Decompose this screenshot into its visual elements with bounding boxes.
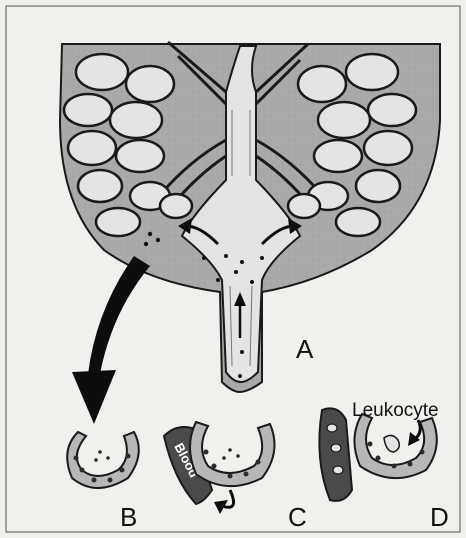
leukocyte-label: Leukocyte [352, 400, 439, 421]
acinus-b-wall [67, 432, 139, 488]
leukocyte-cell [384, 435, 399, 452]
label-d: D [430, 502, 449, 532]
panel-d-acinus: Leukocyte D [319, 400, 448, 532]
big-arrow-to-b [88, 256, 150, 374]
label-a: A [296, 334, 314, 364]
panel-a-gland: A [60, 42, 440, 392]
label-b: B [120, 502, 137, 532]
vessel-d [319, 408, 352, 501]
big-arrow-head [72, 370, 116, 424]
panel-c-acinus: Blood C [164, 422, 307, 532]
label-c: C [288, 502, 307, 532]
panel-b-acinus: B [67, 432, 139, 532]
